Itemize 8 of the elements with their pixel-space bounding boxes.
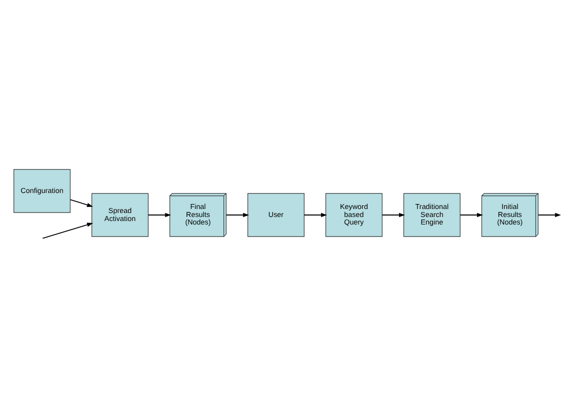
arrow bbox=[382, 212, 406, 218]
arrow bbox=[304, 212, 328, 218]
arrow bbox=[42, 222, 94, 239]
arrow bbox=[538, 212, 562, 218]
arrow bbox=[148, 212, 172, 218]
arrow bbox=[226, 212, 250, 218]
arrow bbox=[460, 212, 484, 218]
arrow bbox=[70, 199, 94, 207]
